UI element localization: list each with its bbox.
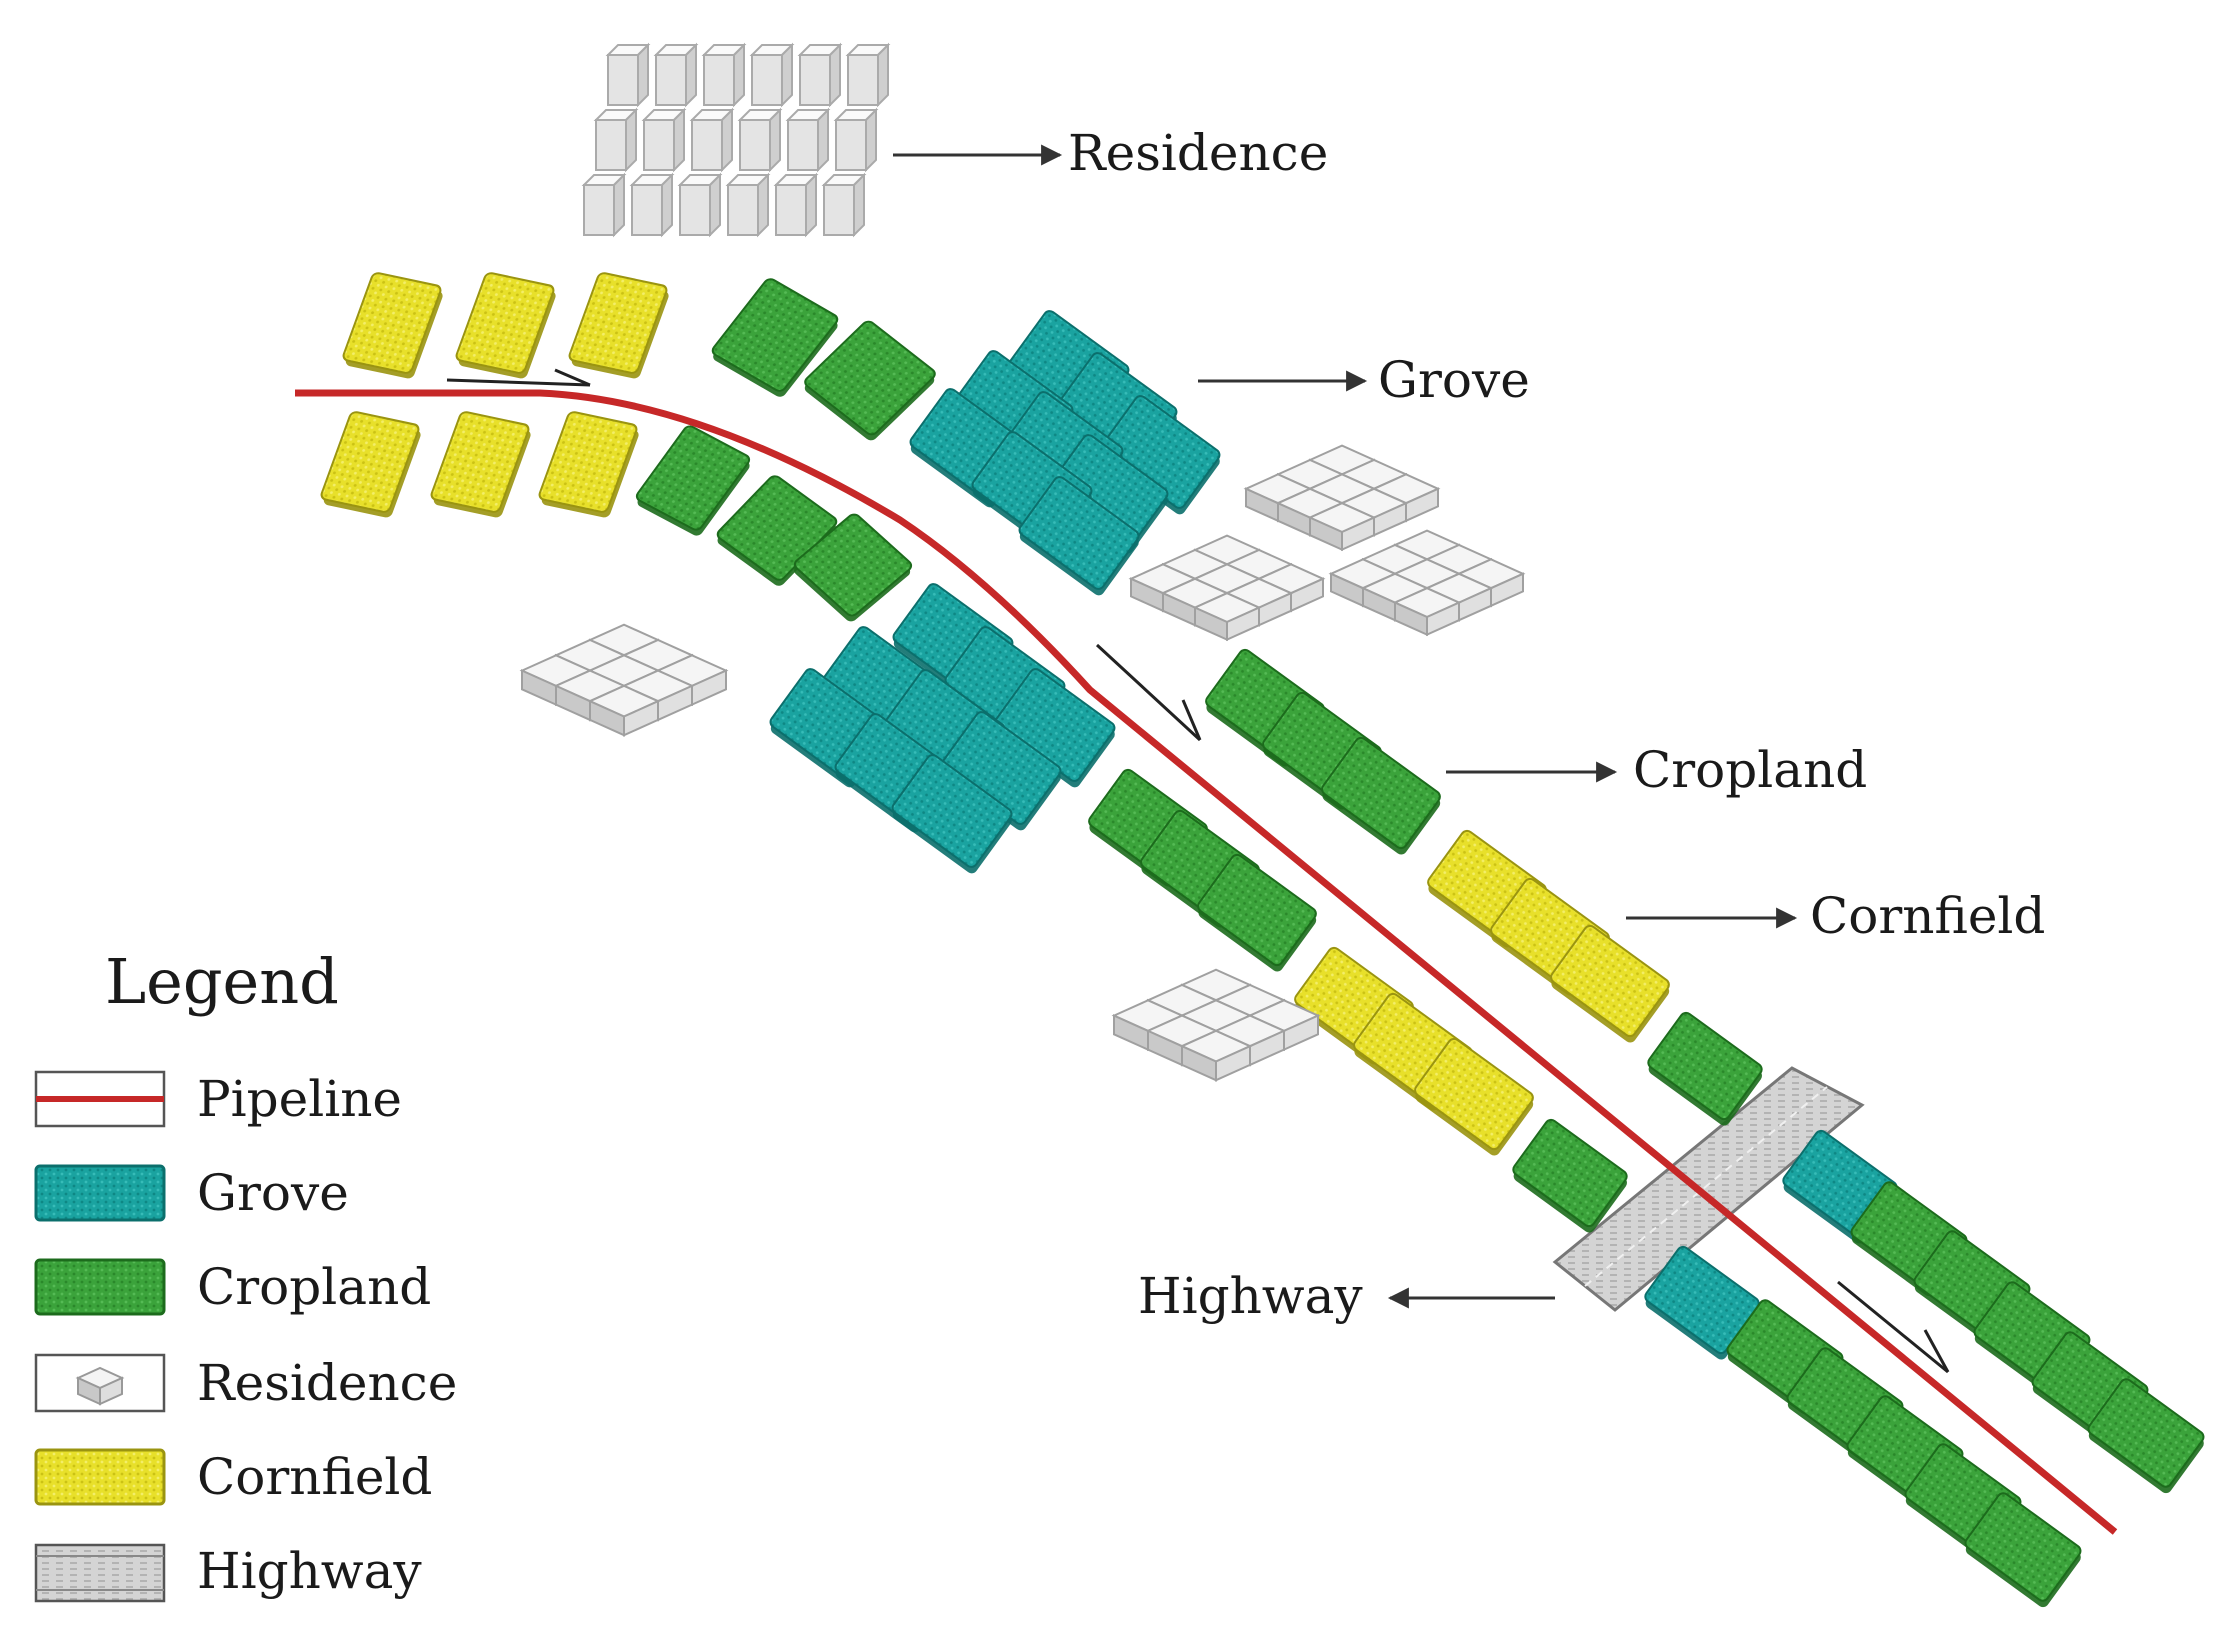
flow-arrow-icon	[1837, 1280, 1950, 1374]
residence-block	[749, 42, 795, 108]
residence-block	[785, 107, 831, 173]
highway-swatch-icon	[34, 1543, 166, 1603]
callout-grove: Grove	[1198, 351, 1530, 409]
legend-label-grove: Grove	[197, 1164, 349, 1222]
grove-parcel	[891, 754, 1013, 874]
residence-block	[593, 107, 639, 173]
residence-block	[689, 107, 735, 173]
callout-residence: Residence	[893, 124, 1328, 182]
pipeline-route	[295, 389, 2118, 1535]
cropland-parcel	[1321, 736, 1441, 855]
grove-swatch-icon	[34, 1164, 166, 1222]
callout-residence-label: Residence	[1068, 124, 1328, 182]
legend-item-grove: Grove	[34, 1164, 349, 1222]
residence-block	[773, 172, 819, 238]
cornfield-parcel	[568, 272, 669, 379]
callout-highway-label: Highway	[1138, 1267, 1363, 1325]
legend-item-highway: Highway	[34, 1542, 422, 1603]
cropland-parcel	[1647, 1011, 1763, 1126]
residence-block	[587, 684, 661, 737]
callout-highway: Highway	[1138, 1267, 1555, 1325]
residence-block	[845, 42, 891, 108]
residence-block	[725, 172, 771, 238]
residence-block	[629, 172, 675, 238]
legend-label-cropland: Cropland	[197, 1258, 431, 1316]
legend-item-cropland: Cropland	[34, 1258, 431, 1316]
cropland-parcel	[2087, 1378, 2205, 1494]
cornfield-parcel	[1414, 1037, 1534, 1156]
cropland-parcel	[793, 513, 913, 622]
residence-blocks	[519, 42, 1526, 1082]
residence-block	[653, 42, 699, 108]
cornfield-parcel	[1550, 924, 1670, 1043]
flow-arrow-icon	[446, 368, 591, 387]
legend-item-cornfield: Cornfield	[34, 1448, 432, 1506]
cropland-parcel	[804, 320, 936, 441]
flow-direction-arrows	[446, 368, 1950, 1374]
legend-label-pipeline: Pipeline	[197, 1070, 402, 1128]
highway-band	[1552, 1066, 1865, 1312]
residence-block	[701, 42, 747, 108]
cornfield-parcel	[455, 272, 556, 379]
legend-title: Legend	[105, 945, 339, 1018]
grove-parcel	[1644, 1245, 1760, 1360]
residence-block	[1307, 502, 1377, 552]
legend-label-cornfield: Cornfield	[197, 1448, 432, 1506]
grove-parcel	[1018, 476, 1140, 596]
residence-block	[677, 172, 723, 238]
cropland-swatch-icon	[34, 1258, 166, 1316]
cropland-parcel	[1964, 1492, 2082, 1608]
callout-cornfield-label: Cornfield	[1810, 887, 2045, 945]
residence-block	[1192, 592, 1262, 642]
cropland-parcel	[711, 278, 839, 397]
residence-block	[737, 107, 783, 173]
flow-arrow-icon	[1095, 643, 1202, 742]
cropland-parcel	[1512, 1118, 1628, 1233]
grove-parcel	[1099, 395, 1221, 515]
cropland-parcel	[1197, 853, 1317, 972]
residence-block	[605, 42, 651, 108]
legend: Legend Pipeline Grove Cropland Residence	[34, 945, 457, 1603]
legend-item-residence: Residence	[34, 1353, 457, 1413]
legend-label-residence: Residence	[197, 1354, 457, 1412]
residence-block	[797, 42, 843, 108]
cornfield-parcel	[538, 411, 639, 518]
residence-block	[1179, 1029, 1253, 1082]
callout-cropland-label: Cropland	[1633, 741, 1867, 799]
cornfield-parcel	[342, 272, 443, 379]
callout-grove-label: Grove	[1378, 351, 1530, 409]
legend-label-highway: Highway	[197, 1542, 422, 1600]
residence-block	[581, 172, 627, 238]
callout-cornfield: Cornfield	[1626, 887, 2045, 945]
legend-item-pipeline: Pipeline	[34, 1070, 402, 1128]
residence-block	[833, 107, 879, 173]
residence-block	[641, 107, 687, 173]
cropland-parcel	[635, 425, 751, 536]
callout-cropland: Cropland	[1446, 741, 1867, 799]
cornfield-swatch-icon	[34, 1448, 166, 1506]
residence-block	[821, 172, 867, 238]
highway-road	[1552, 1066, 1865, 1312]
residence-swatch-icon	[75, 1366, 125, 1406]
residence-block	[1392, 587, 1462, 637]
cornfield-parcel	[430, 411, 531, 518]
field-parcels	[320, 272, 2205, 1608]
cornfield-parcel	[320, 411, 421, 518]
